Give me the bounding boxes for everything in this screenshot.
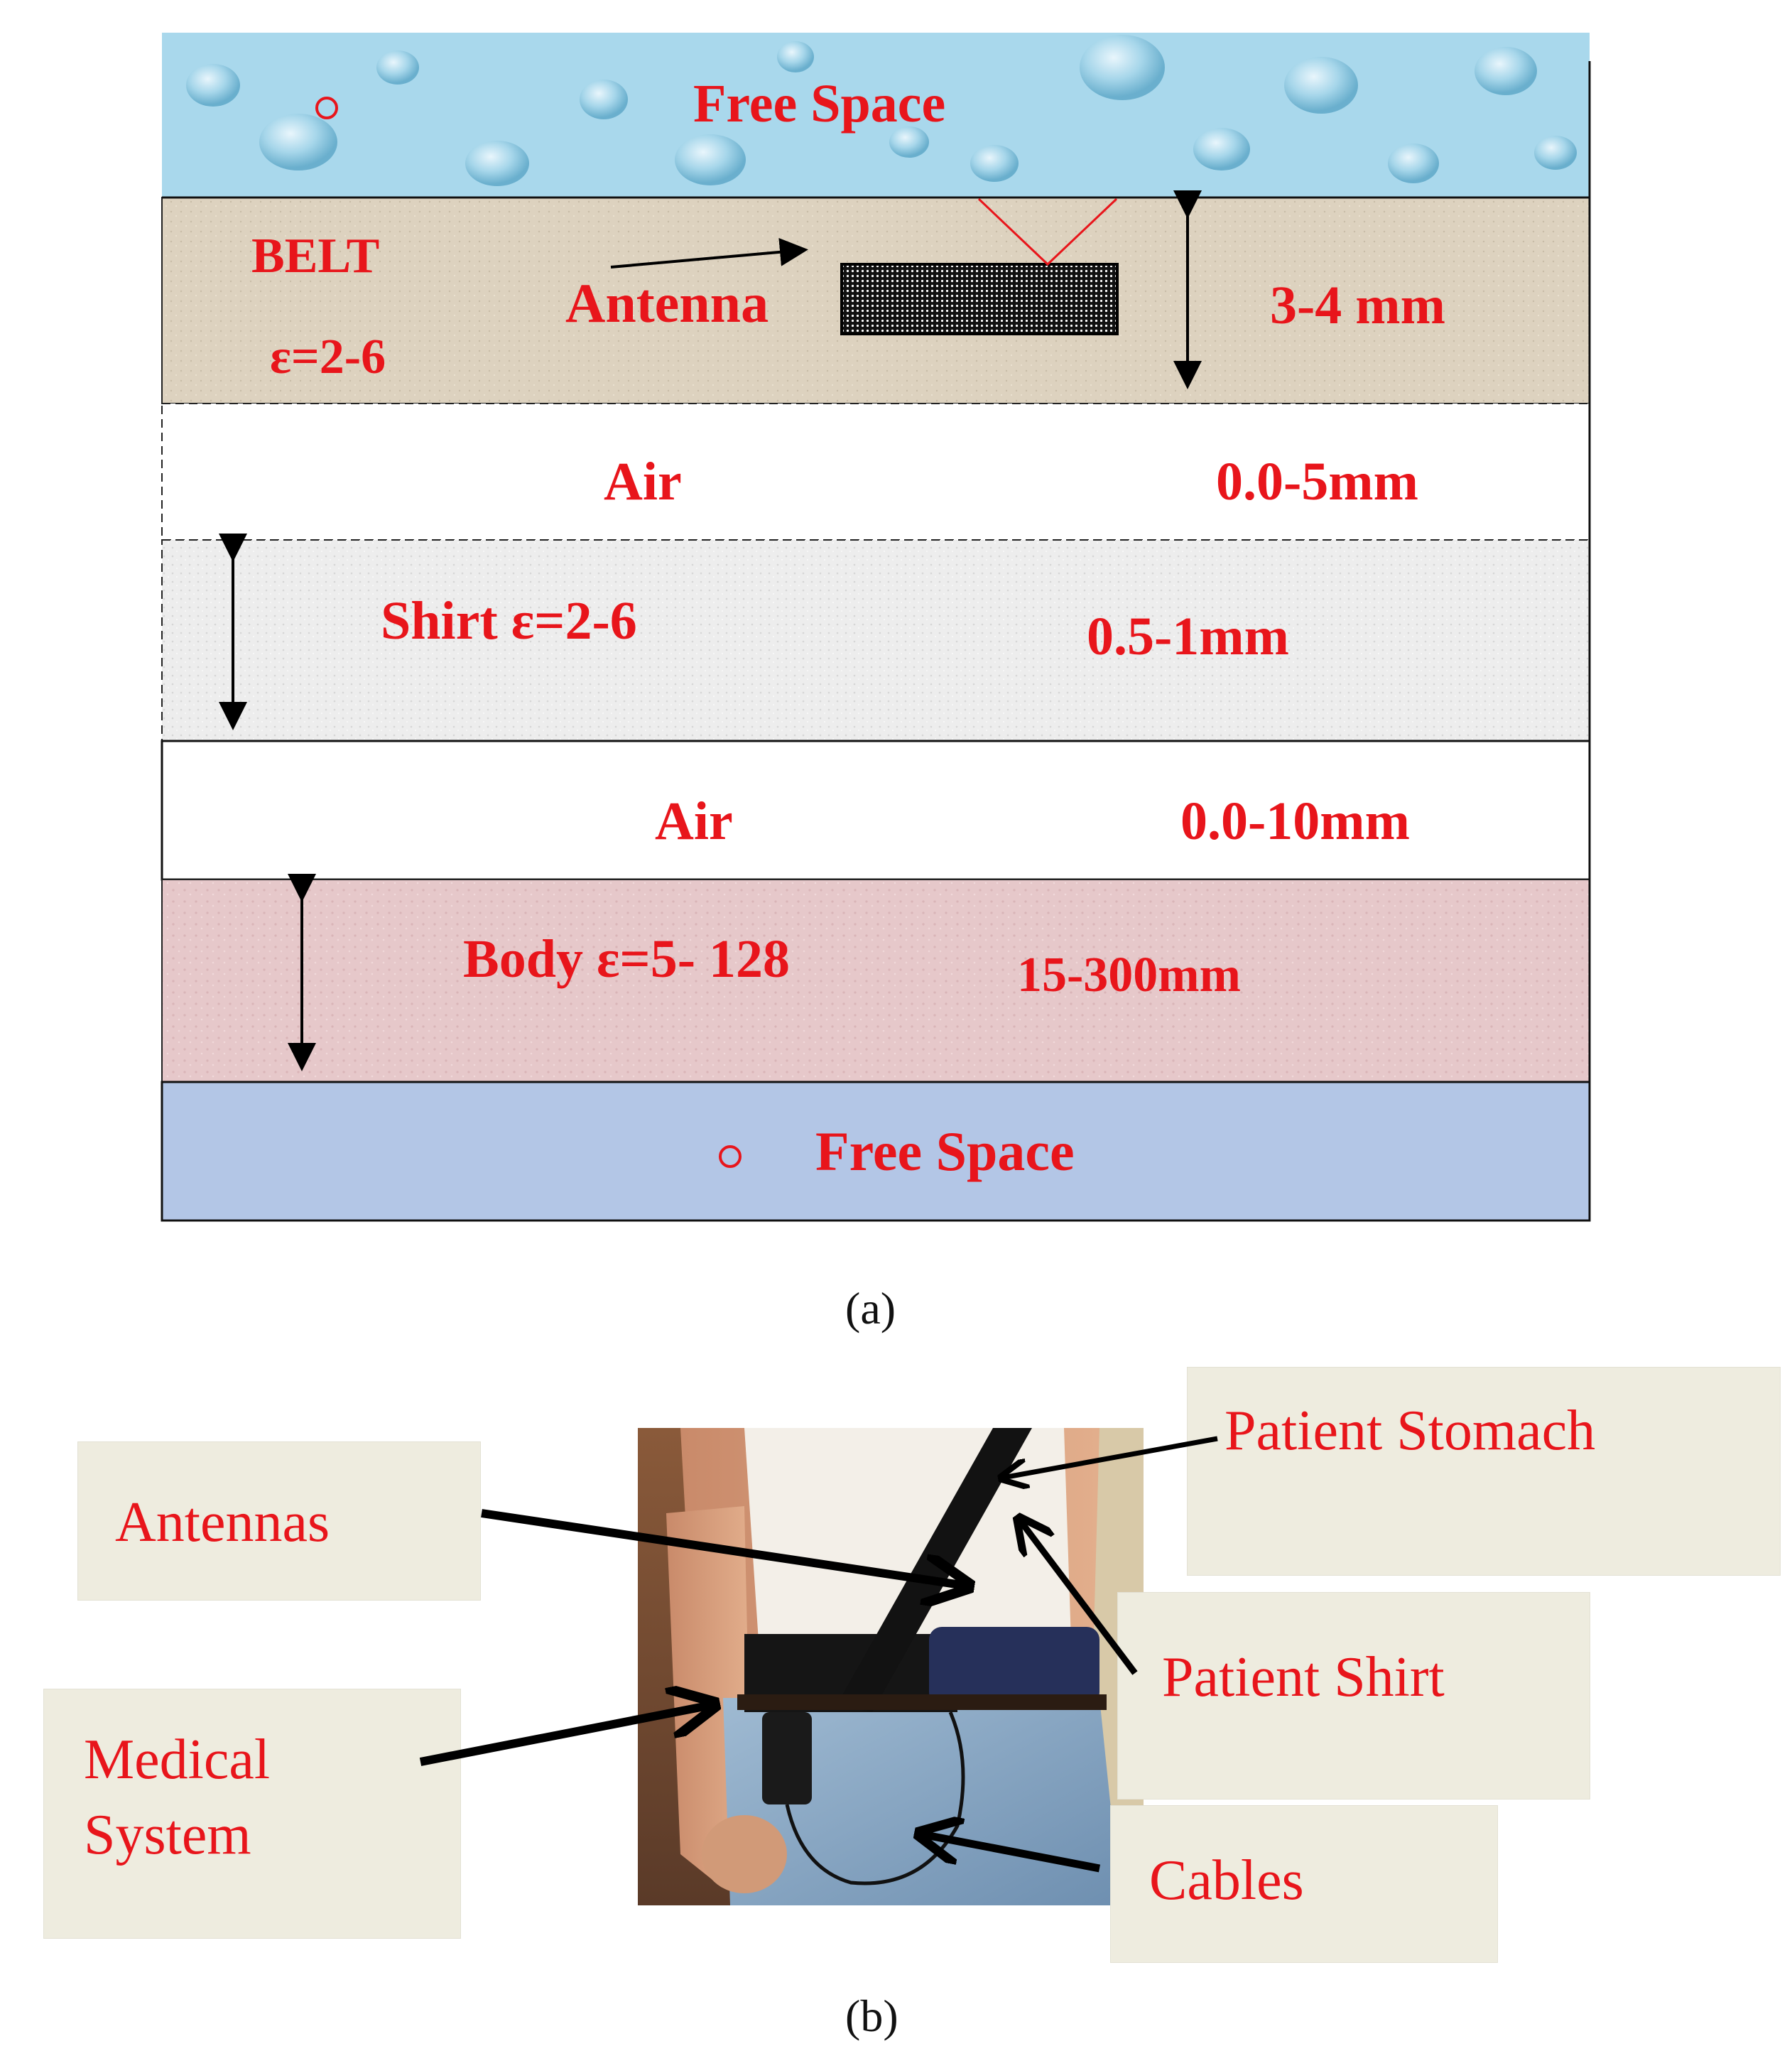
body-thickness-label: 15-300mm [1017, 948, 1241, 1002]
air-layer-2 [161, 740, 1591, 881]
medical-system-label-line1: Medical [84, 1728, 271, 1791]
caption-b: (b) [845, 1991, 898, 2041]
belt-title-label: BELT [251, 229, 380, 283]
circle-marker-top [315, 97, 338, 119]
patient-stomach-arrow [1003, 1436, 1218, 1478]
antenna-pointer-arrow [610, 237, 808, 269]
antenna-label: Antenna [565, 272, 769, 334]
patient-shirt-label-box: Patient Shirt [1118, 1593, 1590, 1799]
cables-label-box: Cables [1111, 1806, 1497, 1962]
body-label: Body ε=5- 128 [463, 929, 791, 989]
medical-system-label-line2: System [84, 1804, 251, 1866]
antennas-label-box: Antennas [78, 1442, 480, 1600]
air-1-label: Air [604, 452, 682, 512]
water-droplet-texture [186, 35, 1577, 186]
belt-thickness-label: 3-4 mm [1270, 276, 1445, 335]
antennas-label: Antennas [115, 1491, 330, 1554]
free-space-top-label: Free Space [693, 74, 946, 134]
air-layer-1 [161, 403, 1590, 541]
caption-a: (a) [845, 1283, 896, 1333]
antenna-block [840, 263, 1119, 335]
patient-photo [638, 1428, 1144, 1905]
free-space-bottom-layer [161, 1081, 1591, 1222]
medical-system-label-box: Medical System [44, 1689, 460, 1938]
patient-shirt-label: Patient Shirt [1162, 1646, 1445, 1709]
pointer-arrows [419, 1436, 1218, 1873]
shirt-layer [161, 539, 1590, 742]
layer-model-diagram: Free Space BELT ε=2-6 Antenna 3-4 mm Air… [161, 33, 1591, 1333]
air-2-thickness-label: 0.0-10mm [1180, 791, 1410, 851]
medical-system-arrow [419, 1705, 712, 1766]
shirt-thickness-label: 0.5-1mm [1087, 607, 1289, 666]
patient-stomach-label: Patient Stomach [1224, 1400, 1596, 1462]
circle-marker-bottom [719, 1145, 742, 1168]
cables-arrow [922, 1834, 1101, 1873]
body-layer [161, 879, 1590, 1083]
cables-label: Cables [1149, 1849, 1304, 1912]
layer-backgrounds [161, 33, 1591, 1222]
belt-permittivity-label: ε=2-6 [270, 330, 386, 384]
free-space-bottom-label: Free Space [815, 1120, 1075, 1182]
air-2-label: Air [655, 791, 733, 851]
radiation-v-lines [977, 197, 1118, 266]
patient-photo-drawing [638, 1428, 1144, 1905]
shirt-label: Shirt ε=2-6 [381, 591, 637, 651]
patient-stomach-label-box: Patient Stomach [1188, 1368, 1780, 1575]
patient-shirt-arrow [1020, 1520, 1138, 1675]
antennas-arrow [481, 1509, 966, 1586]
air-1-thickness-label: 0.0-5mm [1216, 452, 1418, 512]
